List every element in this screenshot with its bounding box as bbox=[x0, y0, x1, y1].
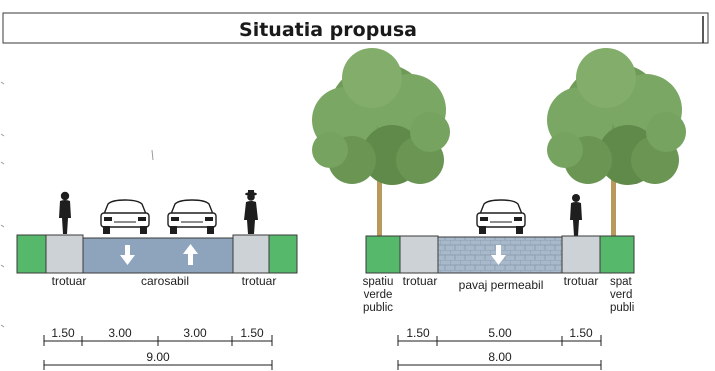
sidewalk-label: trotuar bbox=[52, 274, 87, 288]
green-space-label: spatiu bbox=[363, 276, 394, 288]
sidewalk bbox=[399, 235, 439, 274]
total-width-label: 9.00 bbox=[146, 350, 170, 364]
arrow-down-icon bbox=[120, 245, 135, 265]
car-icon bbox=[100, 199, 150, 234]
green-space-label: spat bbox=[610, 276, 633, 288]
scan-marks bbox=[0, 81, 154, 328]
dimension-label: 5.00 bbox=[488, 326, 512, 340]
carriageway-label: carosabil bbox=[141, 274, 189, 288]
dimension-line bbox=[43, 335, 273, 370]
sidewalk-label: trotuar bbox=[564, 274, 599, 288]
sidewalk bbox=[561, 235, 601, 274]
dimension-label: 1.50 bbox=[406, 326, 430, 340]
green-space-label: public bbox=[363, 302, 393, 314]
dimension-label: 1.50 bbox=[51, 326, 75, 340]
title-bar: Situatia propusa bbox=[2, 12, 709, 44]
pedestrian-icon bbox=[244, 190, 258, 234]
green-strip bbox=[365, 235, 401, 274]
dimension-line bbox=[397, 335, 602, 370]
green-space-label: publi bbox=[610, 302, 634, 314]
total-width-label: 8.00 bbox=[488, 350, 512, 364]
existing-street-section: trotuar carosabil trotuar 1.50 3.00 3.00… bbox=[16, 190, 298, 370]
green-strip bbox=[599, 235, 635, 274]
arrow-down-icon bbox=[491, 245, 506, 265]
car-icon bbox=[167, 199, 217, 234]
dimension-label: 1.50 bbox=[569, 326, 593, 340]
dimension-label: 1.50 bbox=[240, 326, 264, 340]
page-title: Situatia propusa bbox=[239, 19, 417, 41]
carriageway bbox=[82, 237, 234, 274]
sidewalk-label: trotuar bbox=[403, 274, 438, 288]
sidewalk-label: trotuar bbox=[242, 274, 277, 288]
dimension-label: 3.00 bbox=[183, 326, 207, 340]
green-space-label: verd bbox=[610, 289, 632, 301]
car-icon bbox=[476, 199, 526, 234]
pedestrian-icon bbox=[59, 191, 71, 234]
green-strip bbox=[16, 234, 47, 274]
green-strip bbox=[268, 234, 298, 274]
tree-icon bbox=[547, 48, 686, 237]
permeable-pavement-label: pavaj permeabil bbox=[459, 278, 544, 292]
tree-icon bbox=[312, 48, 450, 237]
pedestrian-icon bbox=[570, 194, 582, 236]
sidewalk bbox=[232, 234, 270, 274]
proposed-street-section: spatiu verde public trotuar pavaj permea… bbox=[312, 48, 686, 370]
dimension-label: 3.00 bbox=[108, 326, 132, 340]
sidewalk bbox=[45, 234, 84, 274]
green-space-label: verde bbox=[364, 289, 393, 301]
arrow-up-icon bbox=[183, 244, 198, 265]
